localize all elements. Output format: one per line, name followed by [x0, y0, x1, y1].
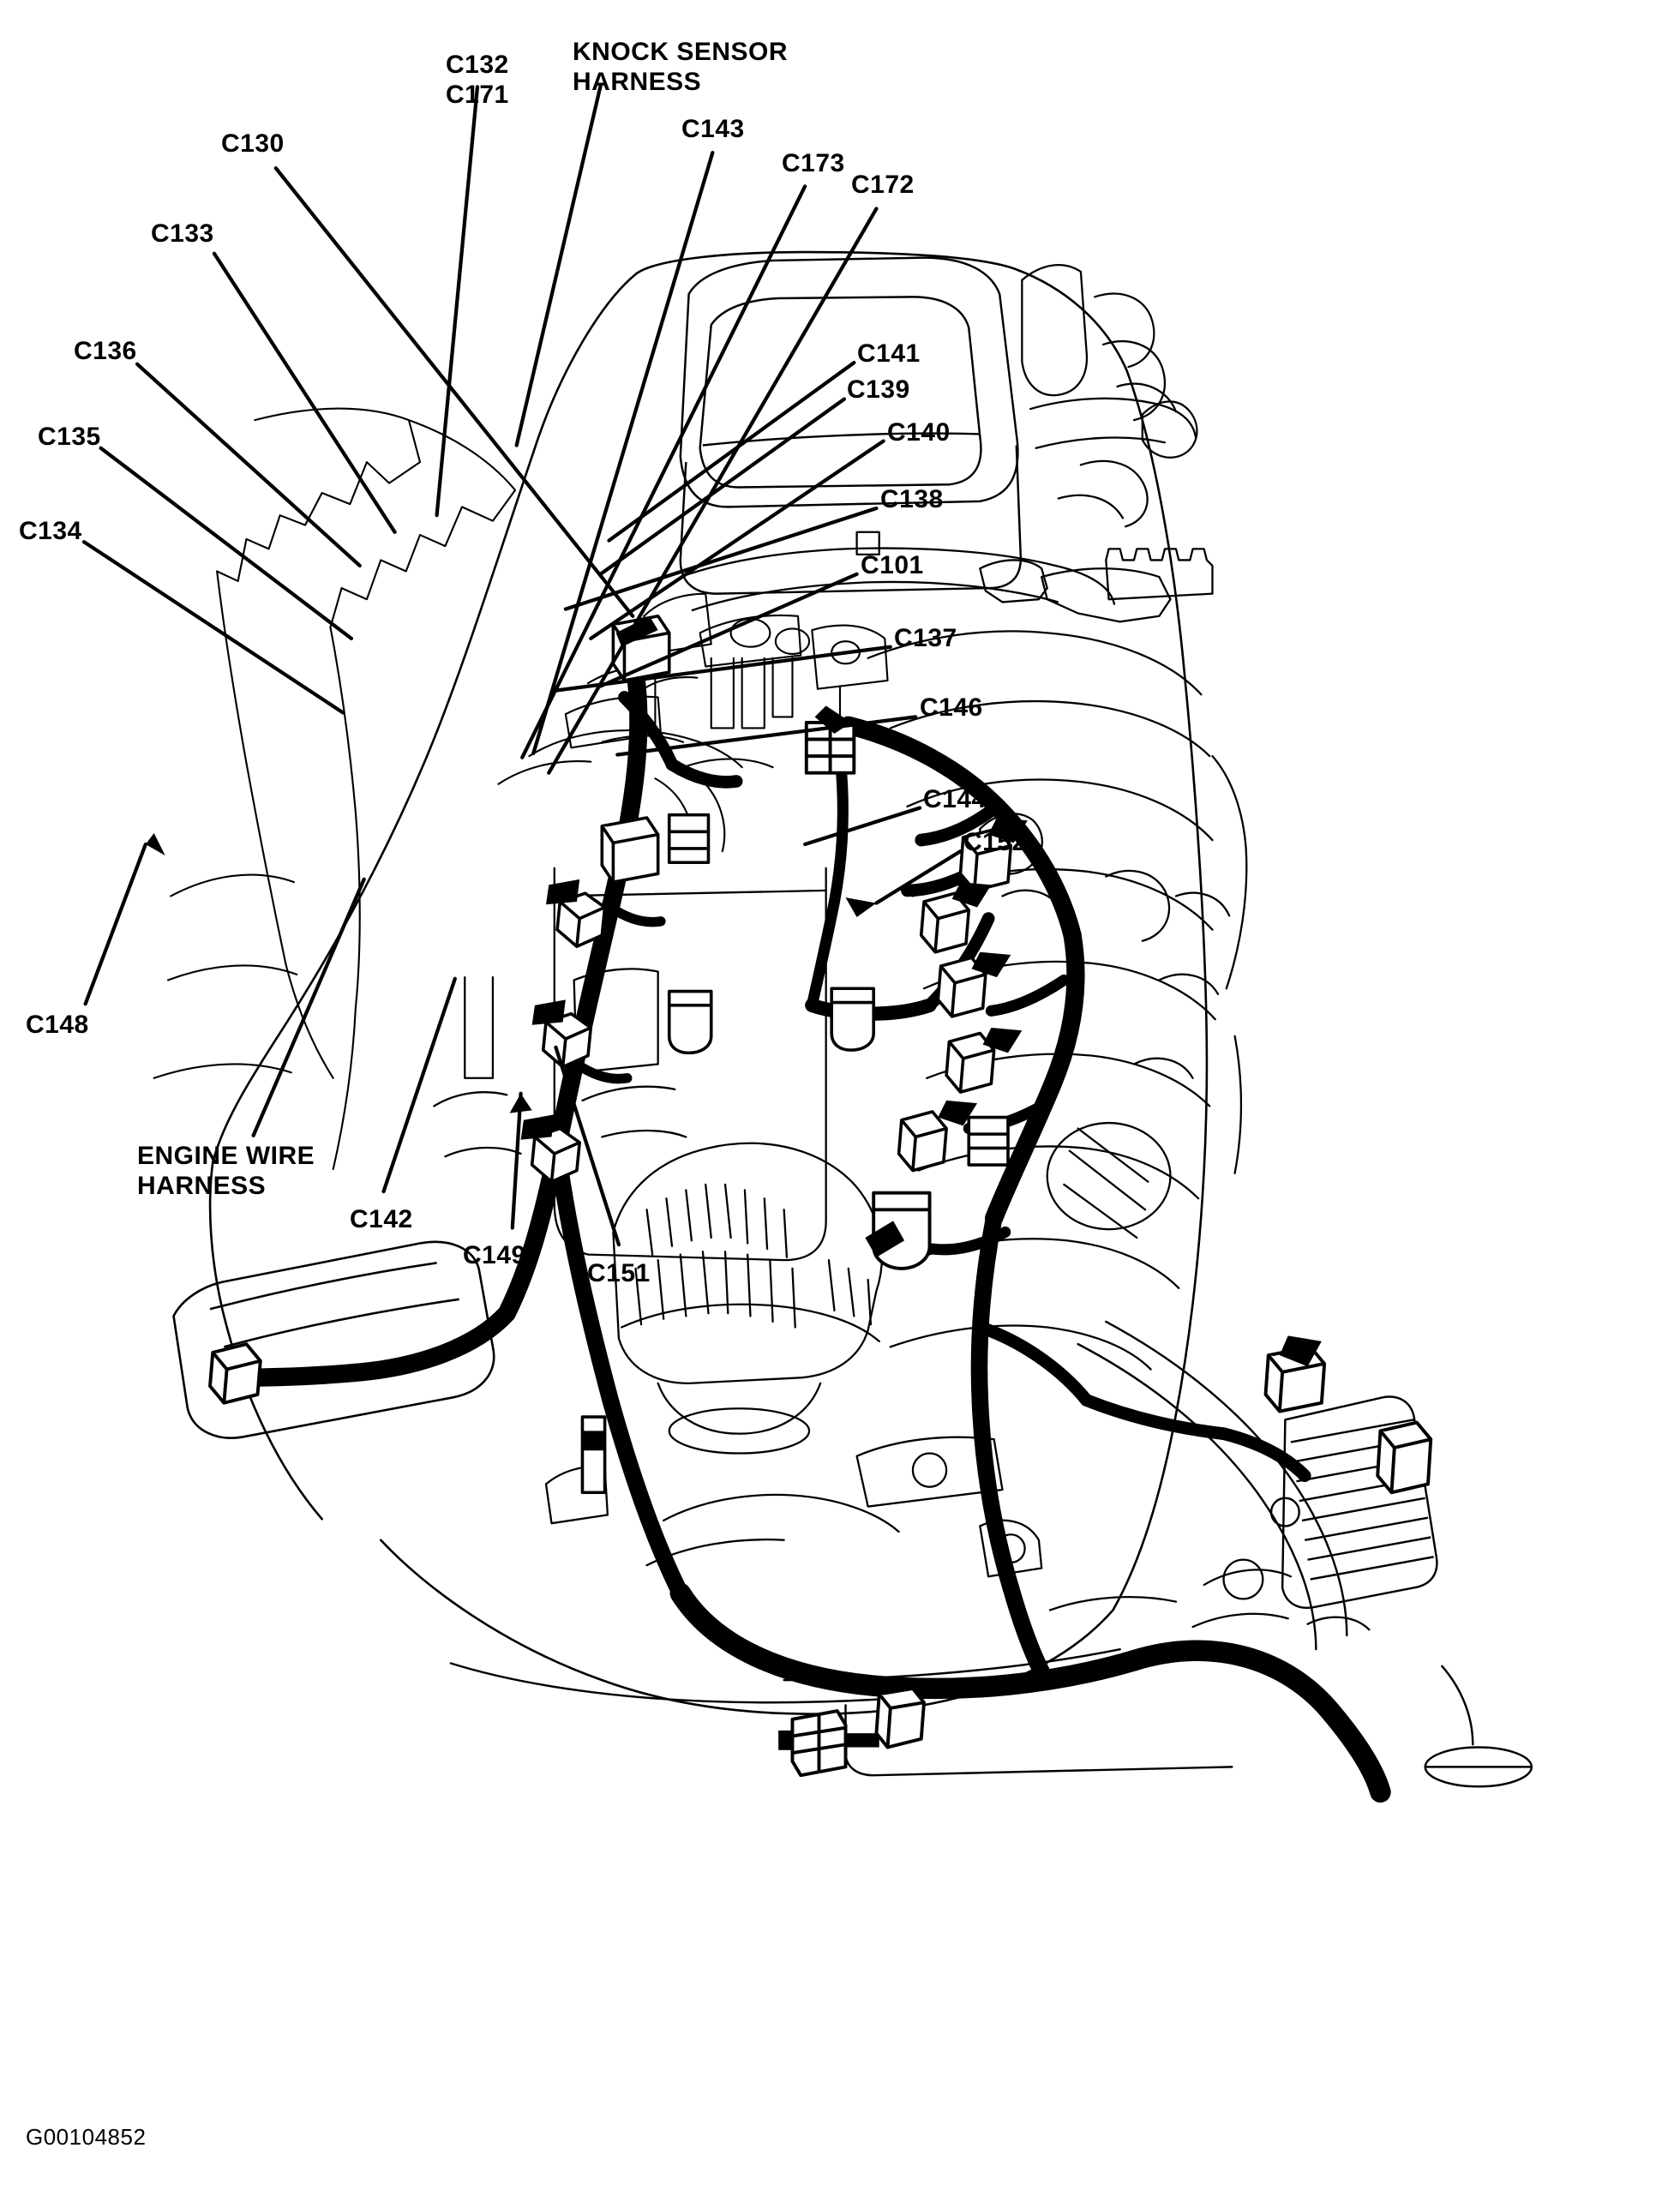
- washer-reservoir: [172, 1240, 495, 1439]
- callout-label-c135: C135: [38, 423, 101, 451]
- callout-label-c140: C140: [887, 418, 951, 447]
- callout-label-c137: C137: [894, 624, 957, 652]
- callout-label-knock-sensor-harness-line2: HARNESS: [573, 68, 702, 96]
- callout-label-c142: C142: [350, 1205, 413, 1233]
- callout-label-c138: C138: [880, 485, 944, 513]
- callout-label-c172: C172: [851, 171, 915, 199]
- radiator-block: [1269, 1395, 1438, 1610]
- callout-label-c171: C171: [446, 81, 509, 109]
- c146-arrowhead: [865, 1221, 905, 1257]
- c142-arrowhead: [582, 1431, 605, 1451]
- callout-leader-lines: [81, 83, 963, 1247]
- callout-label-engine-wire-harness-line2: HARNESS: [137, 1172, 267, 1200]
- callout-label-c134: C134: [19, 517, 82, 545]
- callout-label-c139: C139: [847, 375, 910, 404]
- callout-label-c141: C141: [857, 339, 921, 368]
- cylinder-head-cover: [680, 531, 1214, 623]
- callout-label-c151: C151: [587, 1259, 651, 1287]
- callout-label-c144: C144: [923, 785, 987, 813]
- callout-label-knock-sensor-harness-line1: KNOCK SENSOR: [573, 38, 789, 66]
- left-fender-panel: [153, 407, 517, 1171]
- callout-label-c149: C149: [463, 1241, 526, 1269]
- callout-label-c101: C101: [861, 551, 924, 579]
- callout-label-c130: C130: [221, 129, 285, 158]
- callout-label-c143: C143: [681, 115, 745, 143]
- c144-arrowhead: [1279, 1335, 1322, 1367]
- coolant-hose-outline: [1077, 1320, 1533, 1788]
- callout-label-c136: C136: [74, 337, 137, 365]
- right-connector-arrowheads: [938, 817, 1028, 1126]
- callout-label-c148: C148: [26, 1011, 89, 1039]
- callout-label-c173: C173: [782, 149, 845, 177]
- c135-arrowhead: [531, 999, 566, 1025]
- c134-arrowhead: [520, 1114, 555, 1140]
- c136-arrowhead: [546, 879, 580, 905]
- leader-arrowheads: [145, 832, 877, 1113]
- bottom-mount-details: [544, 1436, 1371, 1631]
- callout-label-c152: C152: [963, 828, 1027, 856]
- intake-manifold-hoses: [1021, 264, 1198, 528]
- figure-id-code: G00104852: [26, 2124, 147, 2150]
- callout-label-c146: C146: [920, 693, 983, 722]
- callout-label-c132: C132: [446, 51, 509, 79]
- callout-label-engine-wire-harness-line1: ENGINE WIRE: [137, 1142, 315, 1170]
- engine-wire-harness-cable: [223, 649, 1391, 1803]
- callout-label-c133: C133: [151, 219, 214, 248]
- connector-blocks: [208, 614, 1433, 1778]
- right-harness-branches: [839, 716, 1311, 1681]
